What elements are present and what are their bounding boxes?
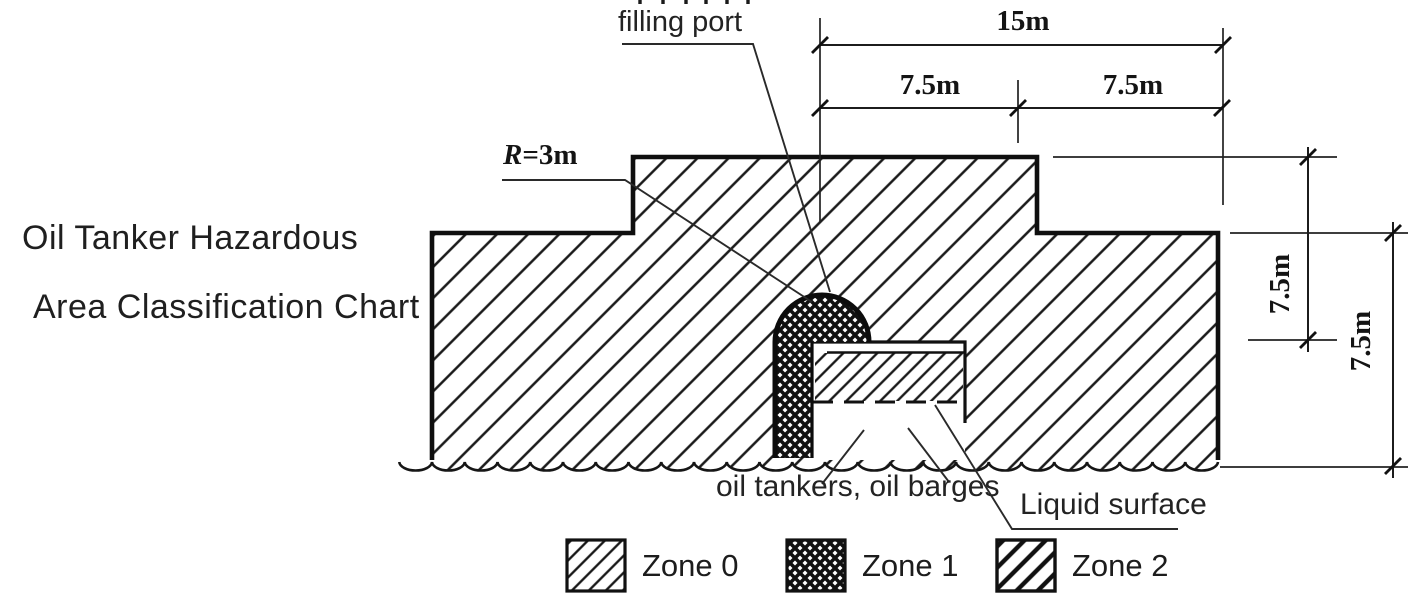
dimension-lines [820,44,1394,478]
filling-port-label: filling port [618,6,743,38]
extension-lines [819,18,1408,468]
zone1-filling-port [772,292,872,458]
legend-label-zone0: Zone 0 [642,547,739,583]
dim-label-15m: 15m [996,5,1050,37]
legend-label-zone1: Zone 1 [862,547,959,583]
dim-label-7.5m-top-right: 7.5m [1102,69,1164,101]
leader-lines [502,43,1178,530]
dim-label-7.5m-top-left: 7.5m [899,69,961,101]
liquid-surface-leader [934,404,1178,530]
radius-leader [502,179,813,303]
page-title-line2: Area Classification Chart [33,288,420,326]
radius-value: =3m [522,139,578,171]
tankers-leader-left [821,429,865,485]
wavy-break-line [397,461,1220,472]
tankers-leader-right [907,427,950,483]
dim-label-7.5m-right-upper: 7.5m [1264,253,1296,315]
zone0-vapor-space [815,353,963,401]
cropped-text-marks [638,0,750,4]
radius-symbol: R [503,139,523,171]
legend-item-zone1: Zone 1 [785,538,959,593]
zone2-swatch-icon [995,538,1057,593]
zone0-swatch-icon [565,538,627,593]
dimension-ticks [811,36,1402,475]
filling-port-leader [622,43,831,293]
legend-label-zone2: Zone 2 [1072,547,1169,583]
legend-item-zone2: Zone 2 [995,538,1169,593]
hazard-region-outline [429,154,1221,460]
legend-item-zone0: Zone 0 [565,538,739,593]
liquid-surface-label: Liquid surface [1020,488,1207,521]
tankers-label: oil tankers, oil barges [716,470,1000,503]
zone1-swatch-icon [785,538,847,593]
radius-label: R=3m [503,139,578,172]
page-title-line1: Oil Tanker Hazardous [22,219,359,257]
dim-label-7.5m-right-lower: 7.5m [1345,310,1377,372]
